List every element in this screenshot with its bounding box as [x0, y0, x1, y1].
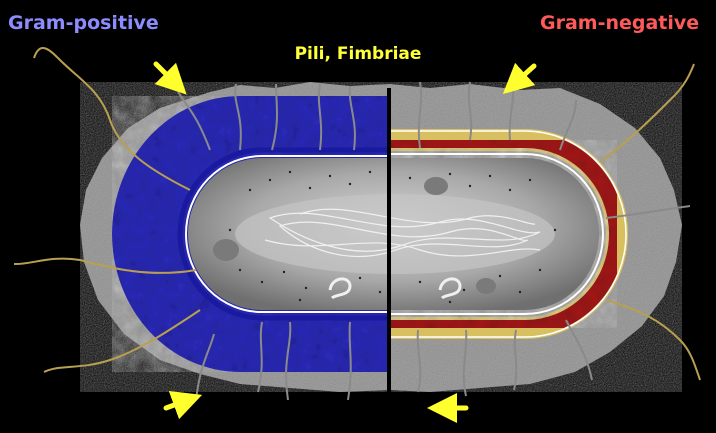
- nucleoid-region: [235, 194, 555, 274]
- inclusion-body: [424, 177, 448, 195]
- pili-fimbriae-label: Pili, Fimbriae: [294, 44, 422, 64]
- fimbriae: [177, 79, 691, 401]
- cell-membrane-positive: [177, 147, 389, 321]
- plasmid: [438, 277, 462, 300]
- plasmid: [328, 277, 352, 300]
- arrow-icon: [502, 62, 537, 95]
- gram-negative-label: Gram-negative: [540, 12, 700, 34]
- nucleoid-dna: [264, 208, 541, 257]
- gram-positive-label: Gram-positive: [8, 12, 159, 34]
- inclusion-body: [476, 278, 496, 294]
- flagella: [13, 47, 701, 381]
- inclusion-body: [213, 239, 239, 261]
- arrow-icon: [163, 391, 203, 420]
- arrow-icon: [153, 61, 187, 95]
- pili-arrows: [153, 61, 537, 423]
